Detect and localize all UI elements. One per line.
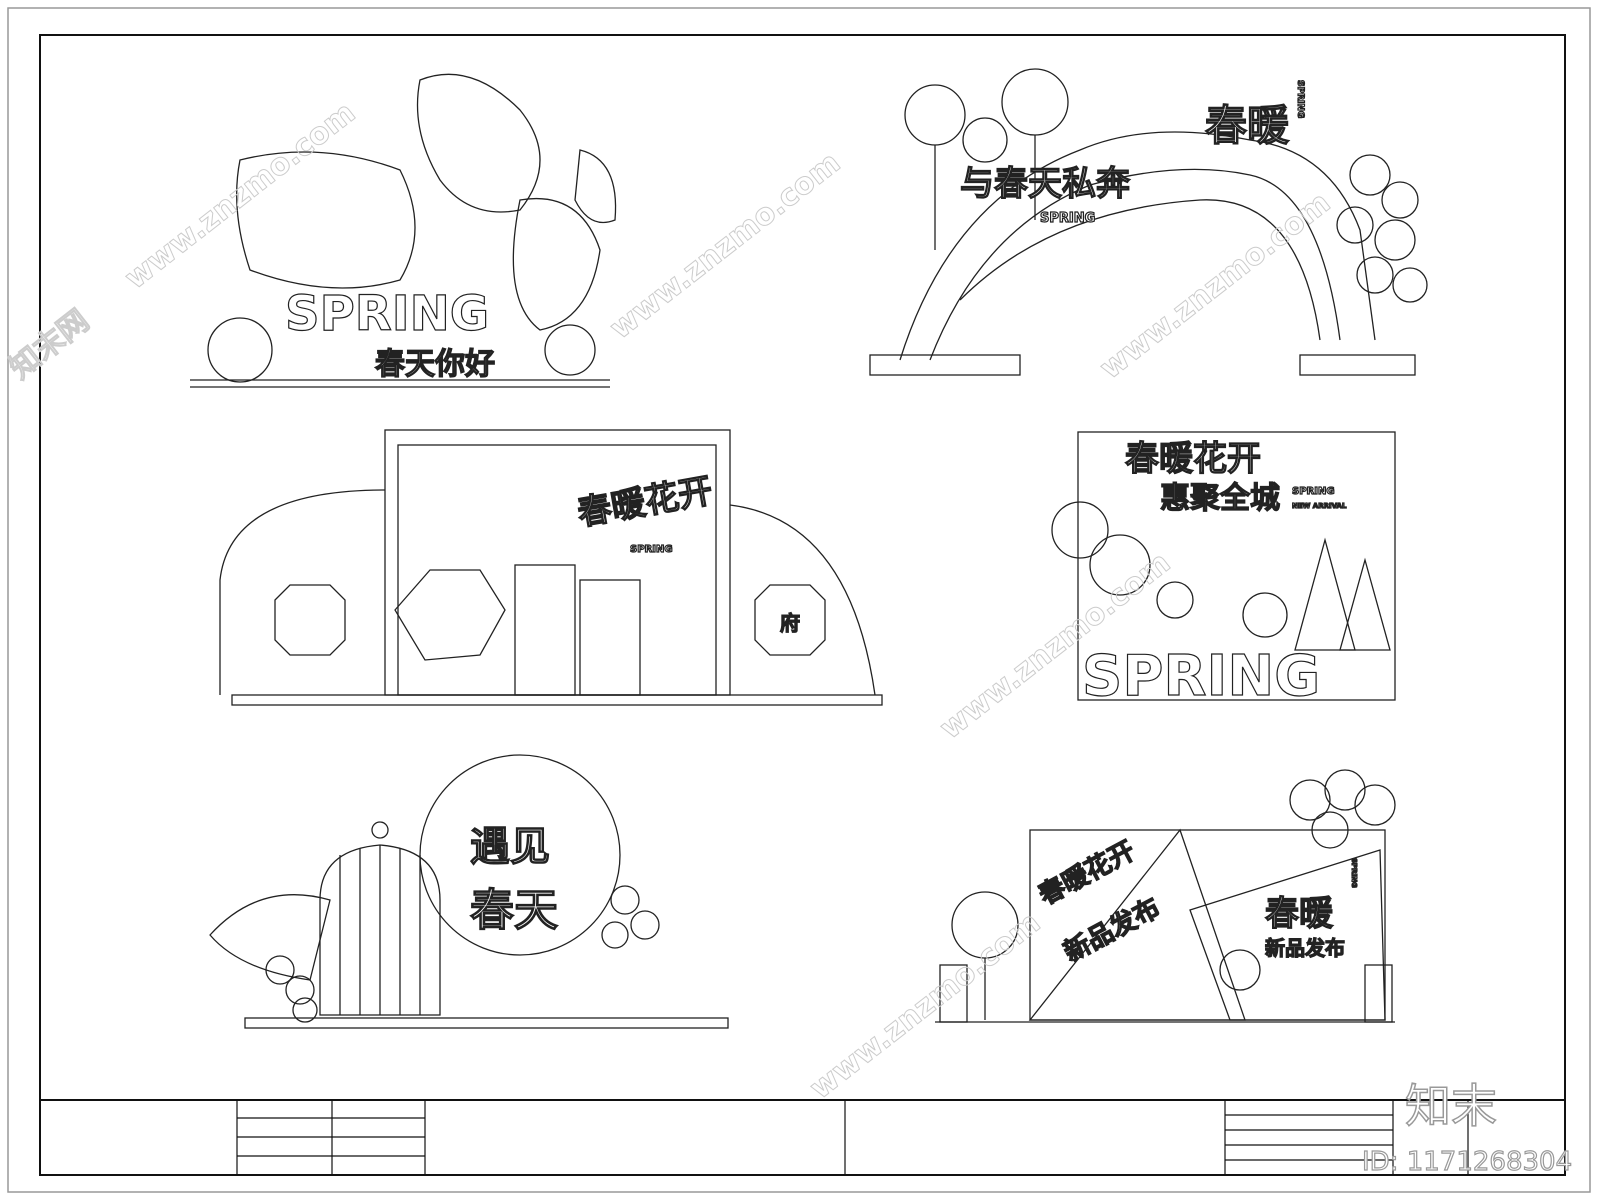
title-chunnuan-part1: 春暖: [1205, 101, 1290, 150]
yujian-text: 遇见: [470, 824, 550, 870]
calligraphy-sub: SPRING: [630, 544, 673, 555]
panel-launch: 春暖花开 新品发布 春暖 新品发布 SPRING: [935, 769, 1396, 1023]
panel-birdcage: 遇见 春天: [209, 754, 729, 1029]
watermark-brand: 知末网: [3, 303, 95, 386]
outer-border: [7, 7, 1591, 1193]
watermarks: 知末网 www.znzmo.com www.znzmo.com www.znzm…: [3, 95, 1338, 1107]
panel-spring-leaves: SPRING 春天你好: [190, 73, 617, 388]
panel-spring-trees: 春暖花开 惠聚全城 SPRING NEW ARRIVAL SPRING: [1051, 431, 1396, 710]
logo-zhimo: 知末: [1405, 1079, 1497, 1133]
spring-vertical-text: SPRING: [1295, 80, 1305, 118]
calligraphy-text: 春暖花开: [575, 471, 716, 534]
spring-big-letters: SPRING: [1082, 644, 1320, 709]
watermark-site-5: www.znzmo.com: [803, 905, 1047, 1106]
drawing-id: ID: 1171268304: [1362, 1147, 1572, 1177]
headline-en2: NEW ARRIVAL: [1292, 502, 1347, 510]
watermark-site: www.znzmo.com: [118, 95, 362, 296]
panel-chinese-gate: 春暖花开 SPRING 府: [219, 429, 883, 706]
inner-frame: [39, 34, 1566, 1176]
headline-en1: SPRING: [1292, 486, 1335, 497]
title-block: [40, 1099, 1565, 1175]
slogan-sub: SPRING: [1040, 211, 1095, 226]
panel-spring-arch: 春暖 SPRING 与春天私奔 SPRING: [869, 68, 1428, 376]
headline-1: 春暖花开: [1125, 439, 1261, 479]
chuntian-text: 春天: [470, 885, 558, 936]
cage-bars: [339, 845, 421, 1015]
watermark-site-2: www.znzmo.com: [603, 145, 847, 346]
slogan-text: 与春天私奔: [960, 164, 1131, 204]
left-headline-2: 新品发布: [1059, 892, 1165, 968]
spring-letters: SPRING: [285, 286, 489, 342]
right-side-text: SPRING: [1350, 858, 1358, 888]
seal-text: 府: [780, 611, 800, 635]
spring-cn-text: 春天你好: [375, 347, 495, 382]
right-headline-1: 春暖: [1265, 894, 1334, 934]
balloons: [1336, 154, 1428, 303]
right-headline-2: 新品发布: [1265, 936, 1345, 960]
headline-2: 惠聚全城: [1160, 481, 1280, 516]
